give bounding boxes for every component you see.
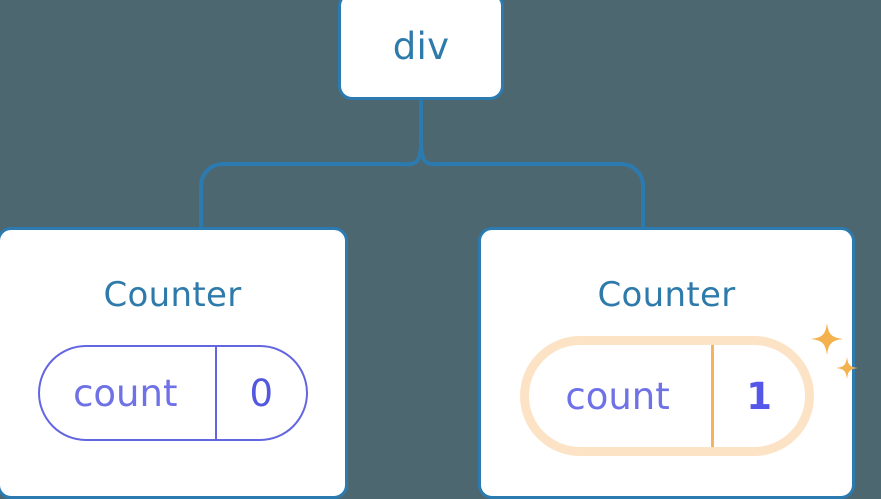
state-pill-right[interactable]: count 1 (528, 345, 805, 447)
connector-branch-right (419, 140, 645, 229)
state-pill-right-value: 1 (746, 374, 772, 418)
state-pill-left-wrap: count 0 (37, 345, 308, 441)
state-pill-left[interactable]: count 0 (37, 345, 308, 441)
sparkle-icon-large (810, 323, 843, 355)
sparkle-icon-small (835, 357, 858, 379)
state-pill-right-key: count (565, 374, 670, 418)
node-div-label: div (392, 24, 450, 68)
connector-branch-left (199, 140, 423, 229)
state-pill-left-value: 0 (249, 371, 274, 415)
node-counter-right-label: Counter (597, 275, 736, 315)
node-div[interactable]: div (338, 0, 504, 100)
state-pill-right-key-cell: count (529, 345, 711, 447)
node-counter-left[interactable]: Counter count 0 (0, 227, 348, 499)
sparkle-icon-group (810, 323, 858, 379)
state-pill-right-value-cell: 1 (710, 345, 805, 447)
node-counter-right[interactable]: Counter count 1 (478, 227, 858, 499)
node-counter-left-label: Counter (103, 275, 242, 315)
state-pill-left-value-cell: 0 (215, 347, 305, 439)
state-pill-left-key-cell: count (40, 347, 216, 439)
state-pill-right-wrap: count 1 (528, 323, 858, 447)
state-pill-left-key: count (73, 371, 178, 415)
